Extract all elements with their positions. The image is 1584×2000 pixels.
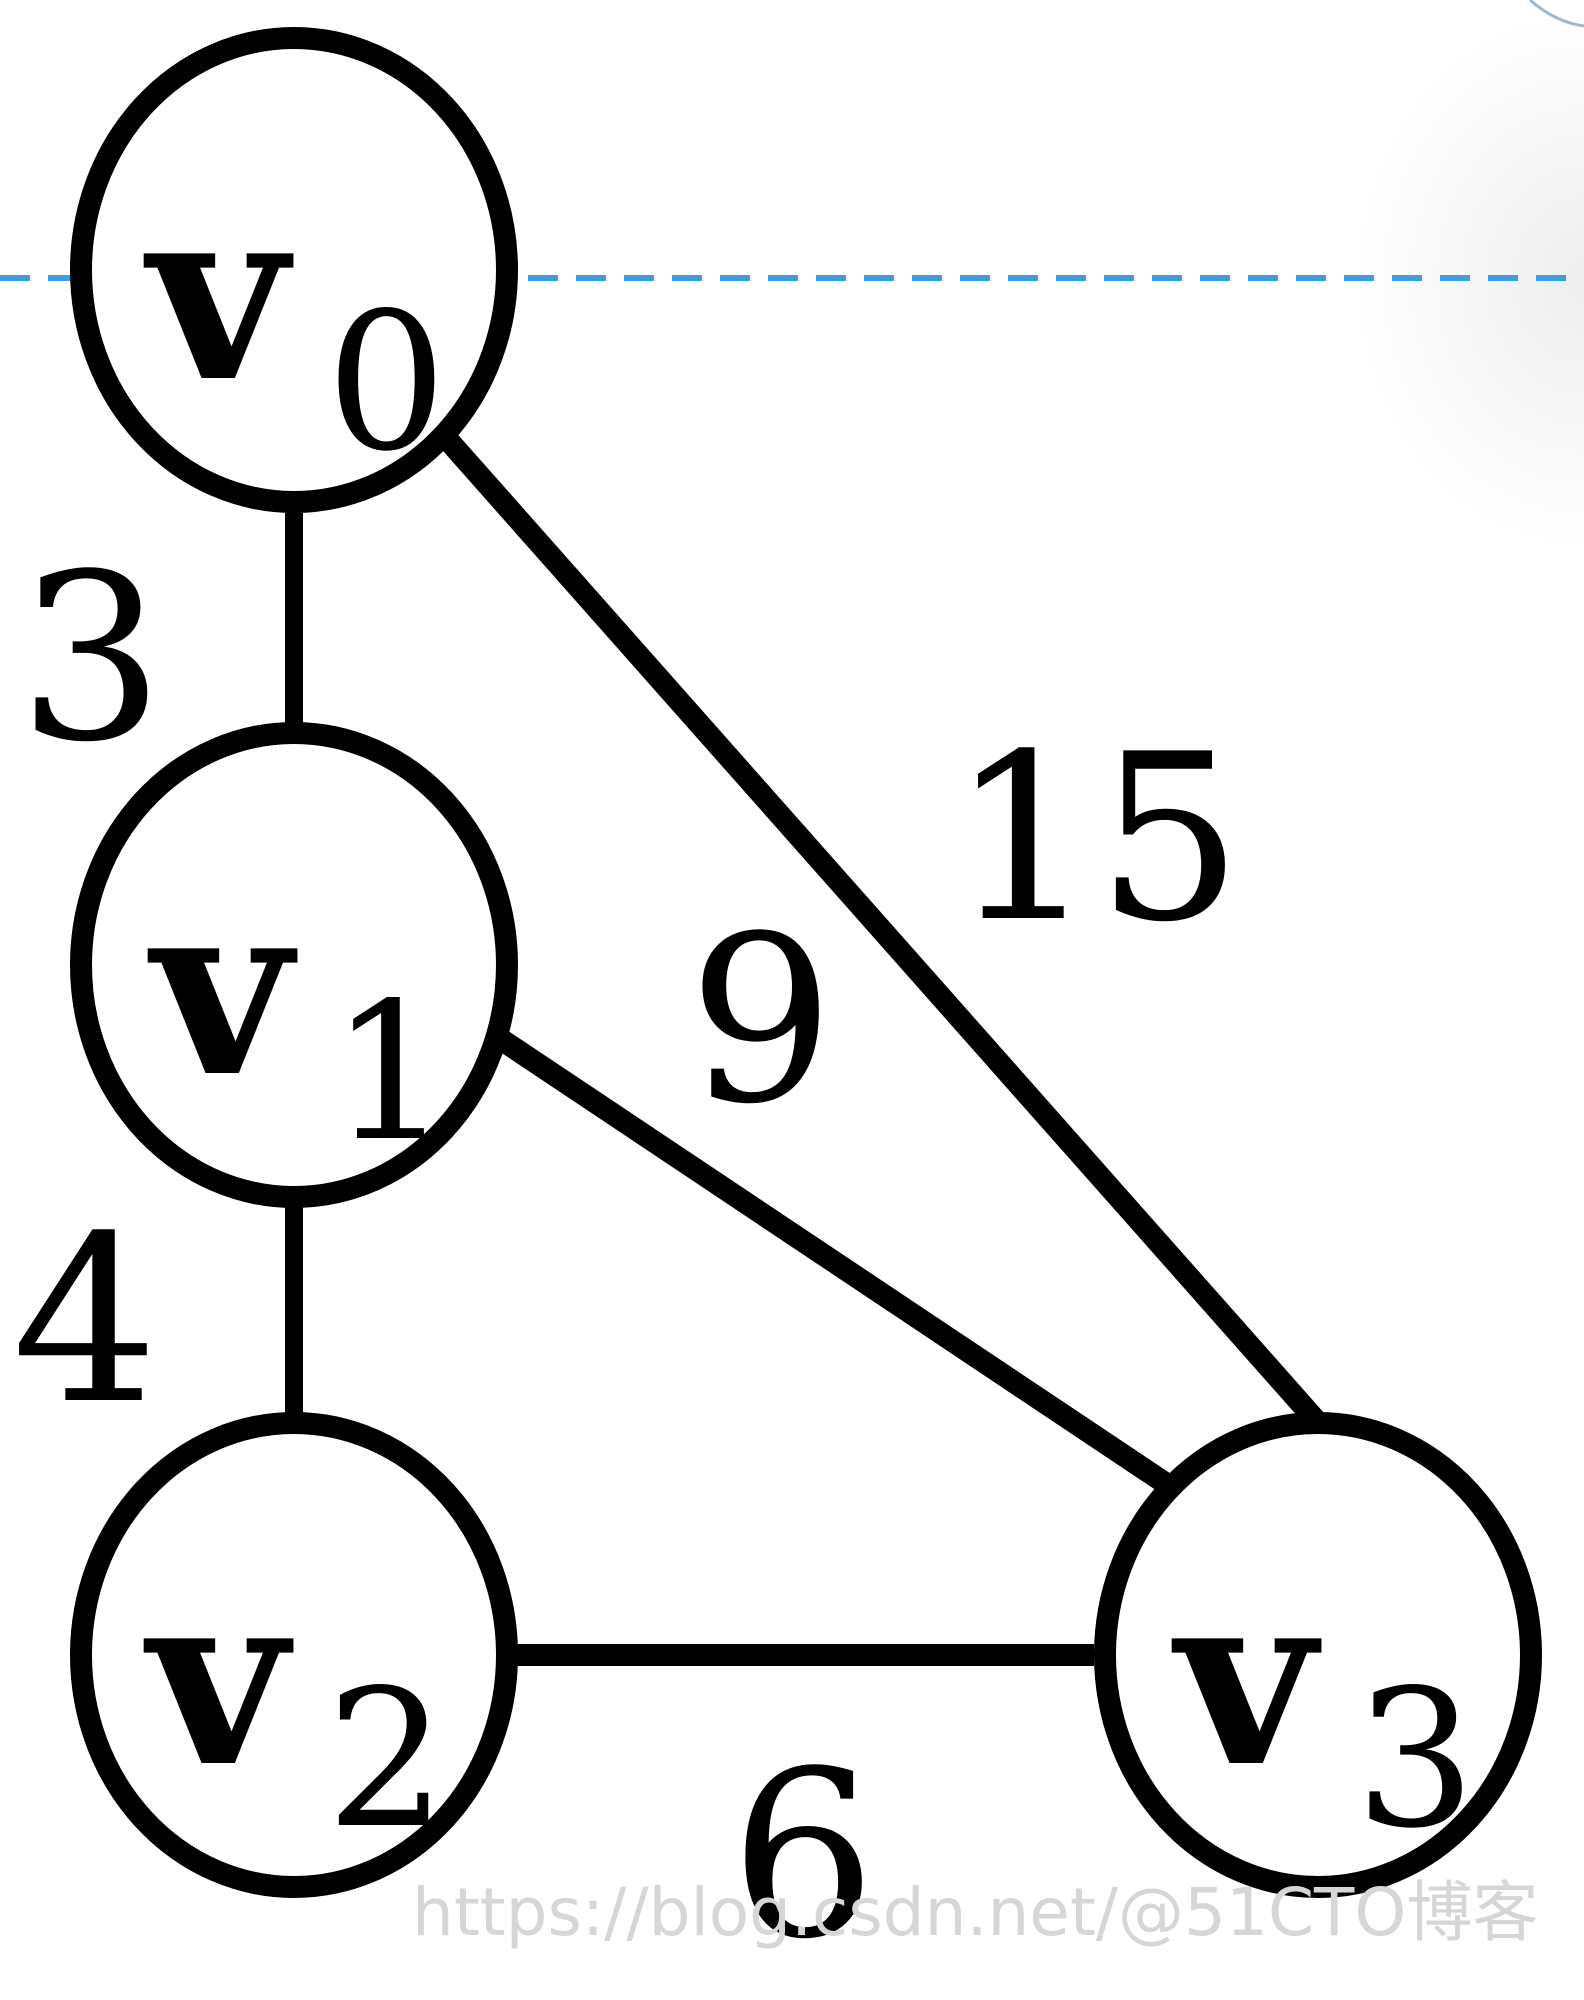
node-subscript: 1 — [330, 962, 451, 1183]
node-circle — [70, 27, 518, 513]
node-letter: v — [147, 848, 298, 1130]
node-v2: v 2 — [70, 1412, 518, 1898]
edge-v0-v3 — [439, 432, 1329, 1433]
node-letter: v — [143, 153, 294, 435]
node-circle — [70, 1412, 518, 1898]
node-circle — [1094, 1412, 1542, 1898]
node-subscript: 3 — [1355, 1649, 1476, 1870]
watermark-text: https://blog.csdn.net/@51CTO博客 — [412, 1874, 1538, 1951]
node-v0: v 0 — [70, 27, 518, 513]
node-v3: v 3 — [1094, 1412, 1542, 1898]
node-subscript: 2 — [326, 1649, 447, 1870]
weight-v0-v3: 15 — [950, 706, 1243, 973]
node-circle — [70, 722, 518, 1208]
edges — [285, 432, 1329, 1666]
edge-v1-v3 — [495, 1030, 1175, 1495]
weight-v2-v3: 6 — [730, 1723, 876, 1990]
weight-v1-v2: 4 — [12, 1188, 158, 1455]
node-letter: v — [1171, 1538, 1322, 1820]
edge-weights: 3 15 9 4 6 — [12, 526, 1243, 1990]
node-v1: v 1 — [70, 722, 518, 1208]
weight-v1-v3: 9 — [688, 888, 834, 1155]
node-letter: v — [143, 1538, 294, 1820]
node-subscript: 0 — [326, 272, 447, 493]
background-arc — [1529, 0, 1584, 28]
weight-v0-v1: 3 — [18, 526, 164, 793]
